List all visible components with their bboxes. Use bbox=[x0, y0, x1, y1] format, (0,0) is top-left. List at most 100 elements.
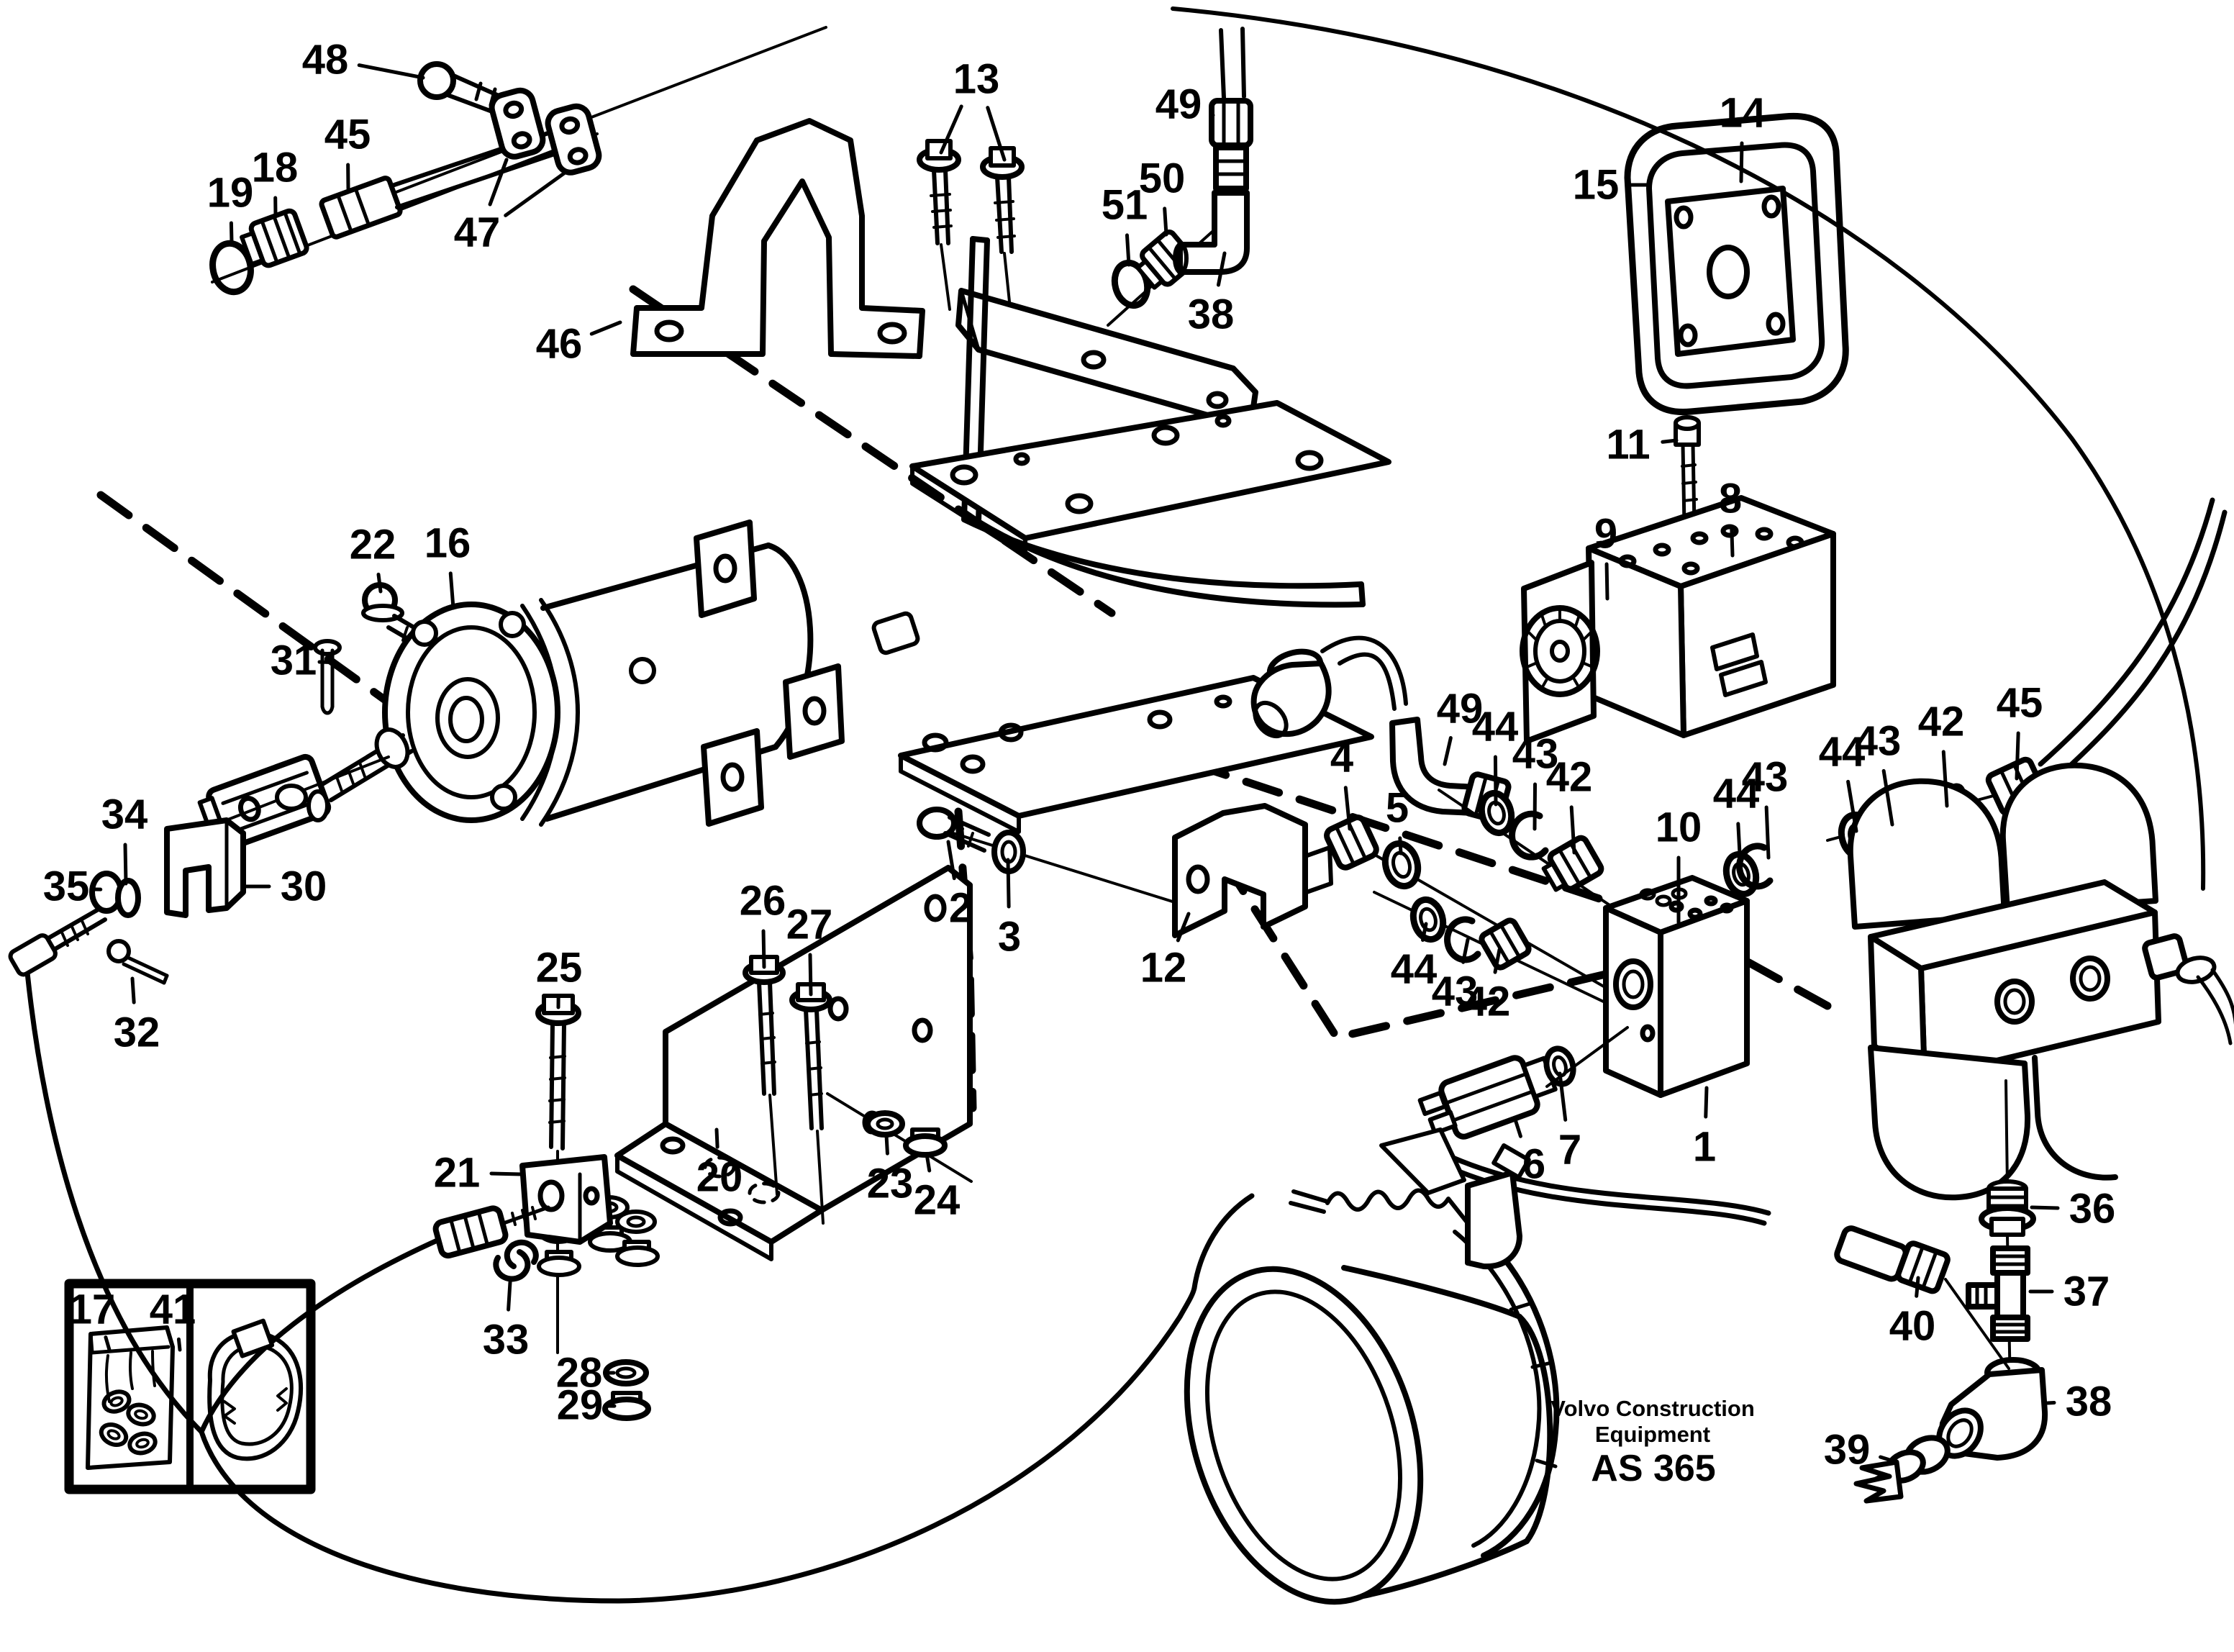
washer-5 bbox=[1381, 840, 1422, 890]
callout-leader bbox=[1879, 1455, 1899, 1464]
clamp-and-spring bbox=[1289, 1127, 1531, 1270]
callout-label: 29 bbox=[557, 1382, 604, 1429]
callout-label: 15 bbox=[1573, 162, 1620, 209]
bolt-22 bbox=[361, 582, 438, 654]
brand-text-line1: Volvo Construction bbox=[1550, 1396, 1755, 1421]
sleeve-45 bbox=[319, 176, 403, 240]
cotter-pin-32 bbox=[106, 939, 169, 985]
callout-label: 27 bbox=[786, 902, 833, 948]
callout-leader bbox=[376, 572, 383, 594]
ring-43-block bbox=[1736, 843, 1774, 890]
callout-label: 14 bbox=[1720, 90, 1766, 137]
washer-44-upper bbox=[1478, 789, 1515, 837]
callout-leader bbox=[507, 1280, 512, 1312]
callout-leader bbox=[589, 320, 622, 336]
callout-leader bbox=[1398, 836, 1403, 856]
callout-leader bbox=[884, 1133, 889, 1156]
callout-label: 44 bbox=[1472, 704, 1519, 750]
callout-label: 17 bbox=[69, 1286, 116, 1333]
callout-label: 18 bbox=[252, 145, 299, 191]
parts-bag-17 bbox=[86, 1325, 175, 1470]
washer-28-nut-29 bbox=[602, 1359, 651, 1421]
callout-label: 42 bbox=[1464, 979, 1511, 1025]
callout-label: 37 bbox=[2063, 1268, 2110, 1315]
ring-43-upper bbox=[1509, 810, 1549, 861]
pressure-switch-6 bbox=[1417, 1055, 1558, 1140]
callout-label: 6 bbox=[1522, 1141, 1545, 1188]
callout-label: 8 bbox=[1719, 476, 1742, 522]
callout-label: 28 bbox=[556, 1350, 603, 1397]
callout-leader bbox=[488, 158, 509, 206]
model-code-text: AS 365 bbox=[1591, 1448, 1715, 1489]
callout-leader bbox=[761, 929, 766, 969]
callout-leader bbox=[1846, 779, 1858, 833]
flange-bolt-13a bbox=[917, 139, 961, 245]
actuator-cylinder-group bbox=[8, 519, 920, 985]
callout-label: 44 bbox=[1391, 946, 1438, 993]
callout-leader bbox=[1209, 112, 1215, 117]
callout-leader bbox=[808, 953, 813, 997]
callout-leader bbox=[946, 840, 956, 881]
callout-label: 4 bbox=[1330, 735, 1353, 781]
callout-label: 50 bbox=[1139, 155, 1186, 202]
hose-elbow-over-plate bbox=[1250, 635, 1408, 739]
callout-label: 41 bbox=[150, 1286, 196, 1333]
callout-leader bbox=[1343, 786, 1352, 831]
callout-leader bbox=[504, 169, 569, 217]
callout-label: 34 bbox=[101, 791, 148, 838]
callout-label: 47 bbox=[454, 209, 501, 256]
callout-leader bbox=[448, 571, 455, 610]
callout-label: 42 bbox=[1918, 699, 1965, 745]
fitting-42-lower bbox=[1479, 917, 1532, 971]
valve-block-8 bbox=[1586, 495, 1836, 738]
barb-fitting-39 bbox=[1853, 1435, 1951, 1504]
cable-end-34-35 bbox=[8, 871, 141, 977]
washer-34 bbox=[115, 878, 141, 918]
accumulator-domes-bottom bbox=[1868, 1045, 2118, 1201]
callout-leader bbox=[986, 106, 1007, 162]
callout-label: 46 bbox=[536, 321, 583, 368]
block-1 bbox=[1603, 875, 1750, 1098]
callout-label: 49 bbox=[1155, 81, 1202, 128]
callout-leader bbox=[357, 63, 425, 80]
callout-leader bbox=[229, 221, 234, 244]
callout-label: 40 bbox=[1889, 1303, 1936, 1350]
callout-leader bbox=[1421, 922, 1428, 942]
clamp-halves-47 bbox=[489, 87, 602, 176]
bolt-25 bbox=[535, 994, 581, 1150]
callout-leader bbox=[1739, 141, 1744, 183]
washer-7 bbox=[1543, 1045, 1576, 1087]
callout-label: 19 bbox=[207, 170, 254, 217]
callout-leader bbox=[1661, 438, 1679, 444]
callout-label: 42 bbox=[1546, 754, 1593, 801]
support-plate-assembly bbox=[898, 635, 1408, 938]
mounting-bracket-group bbox=[432, 865, 973, 1421]
washer-on-axis bbox=[307, 789, 330, 822]
callout-label: 45 bbox=[324, 112, 371, 158]
clip-33 bbox=[493, 1239, 539, 1282]
callout-label: 21 bbox=[434, 1150, 481, 1197]
bumper-bar-assembly bbox=[909, 139, 1391, 608]
callout-leader bbox=[939, 104, 963, 155]
mounting-plate-top bbox=[909, 400, 1391, 558]
washer-44-lower bbox=[1409, 896, 1447, 943]
footer-text: Volvo Construction Equipment AS 365 bbox=[1550, 1396, 1755, 1489]
callout-label: 3 bbox=[998, 914, 1021, 961]
bolt-26 bbox=[743, 955, 786, 1096]
elbow-38-bottom bbox=[1936, 1357, 2048, 1461]
callout-label: 11 bbox=[1606, 422, 1650, 468]
fitting-42-upper bbox=[1541, 835, 1604, 892]
callout-leader bbox=[1163, 206, 1168, 237]
callout-leader bbox=[1006, 858, 1011, 909]
callout-label: 20 bbox=[696, 1154, 743, 1201]
callout-label: 35 bbox=[43, 863, 90, 910]
callout-leader bbox=[1736, 822, 1743, 869]
callout-leader bbox=[1493, 948, 1502, 974]
callout-leader bbox=[925, 1152, 932, 1173]
callout-label: 7 bbox=[1558, 1127, 1581, 1174]
callout-leader bbox=[1730, 527, 1735, 558]
callout-label: 48 bbox=[302, 37, 349, 83]
plug-36 bbox=[1979, 1179, 2036, 1237]
callout-leader bbox=[176, 1337, 182, 1352]
callout-leader bbox=[1443, 736, 1453, 766]
